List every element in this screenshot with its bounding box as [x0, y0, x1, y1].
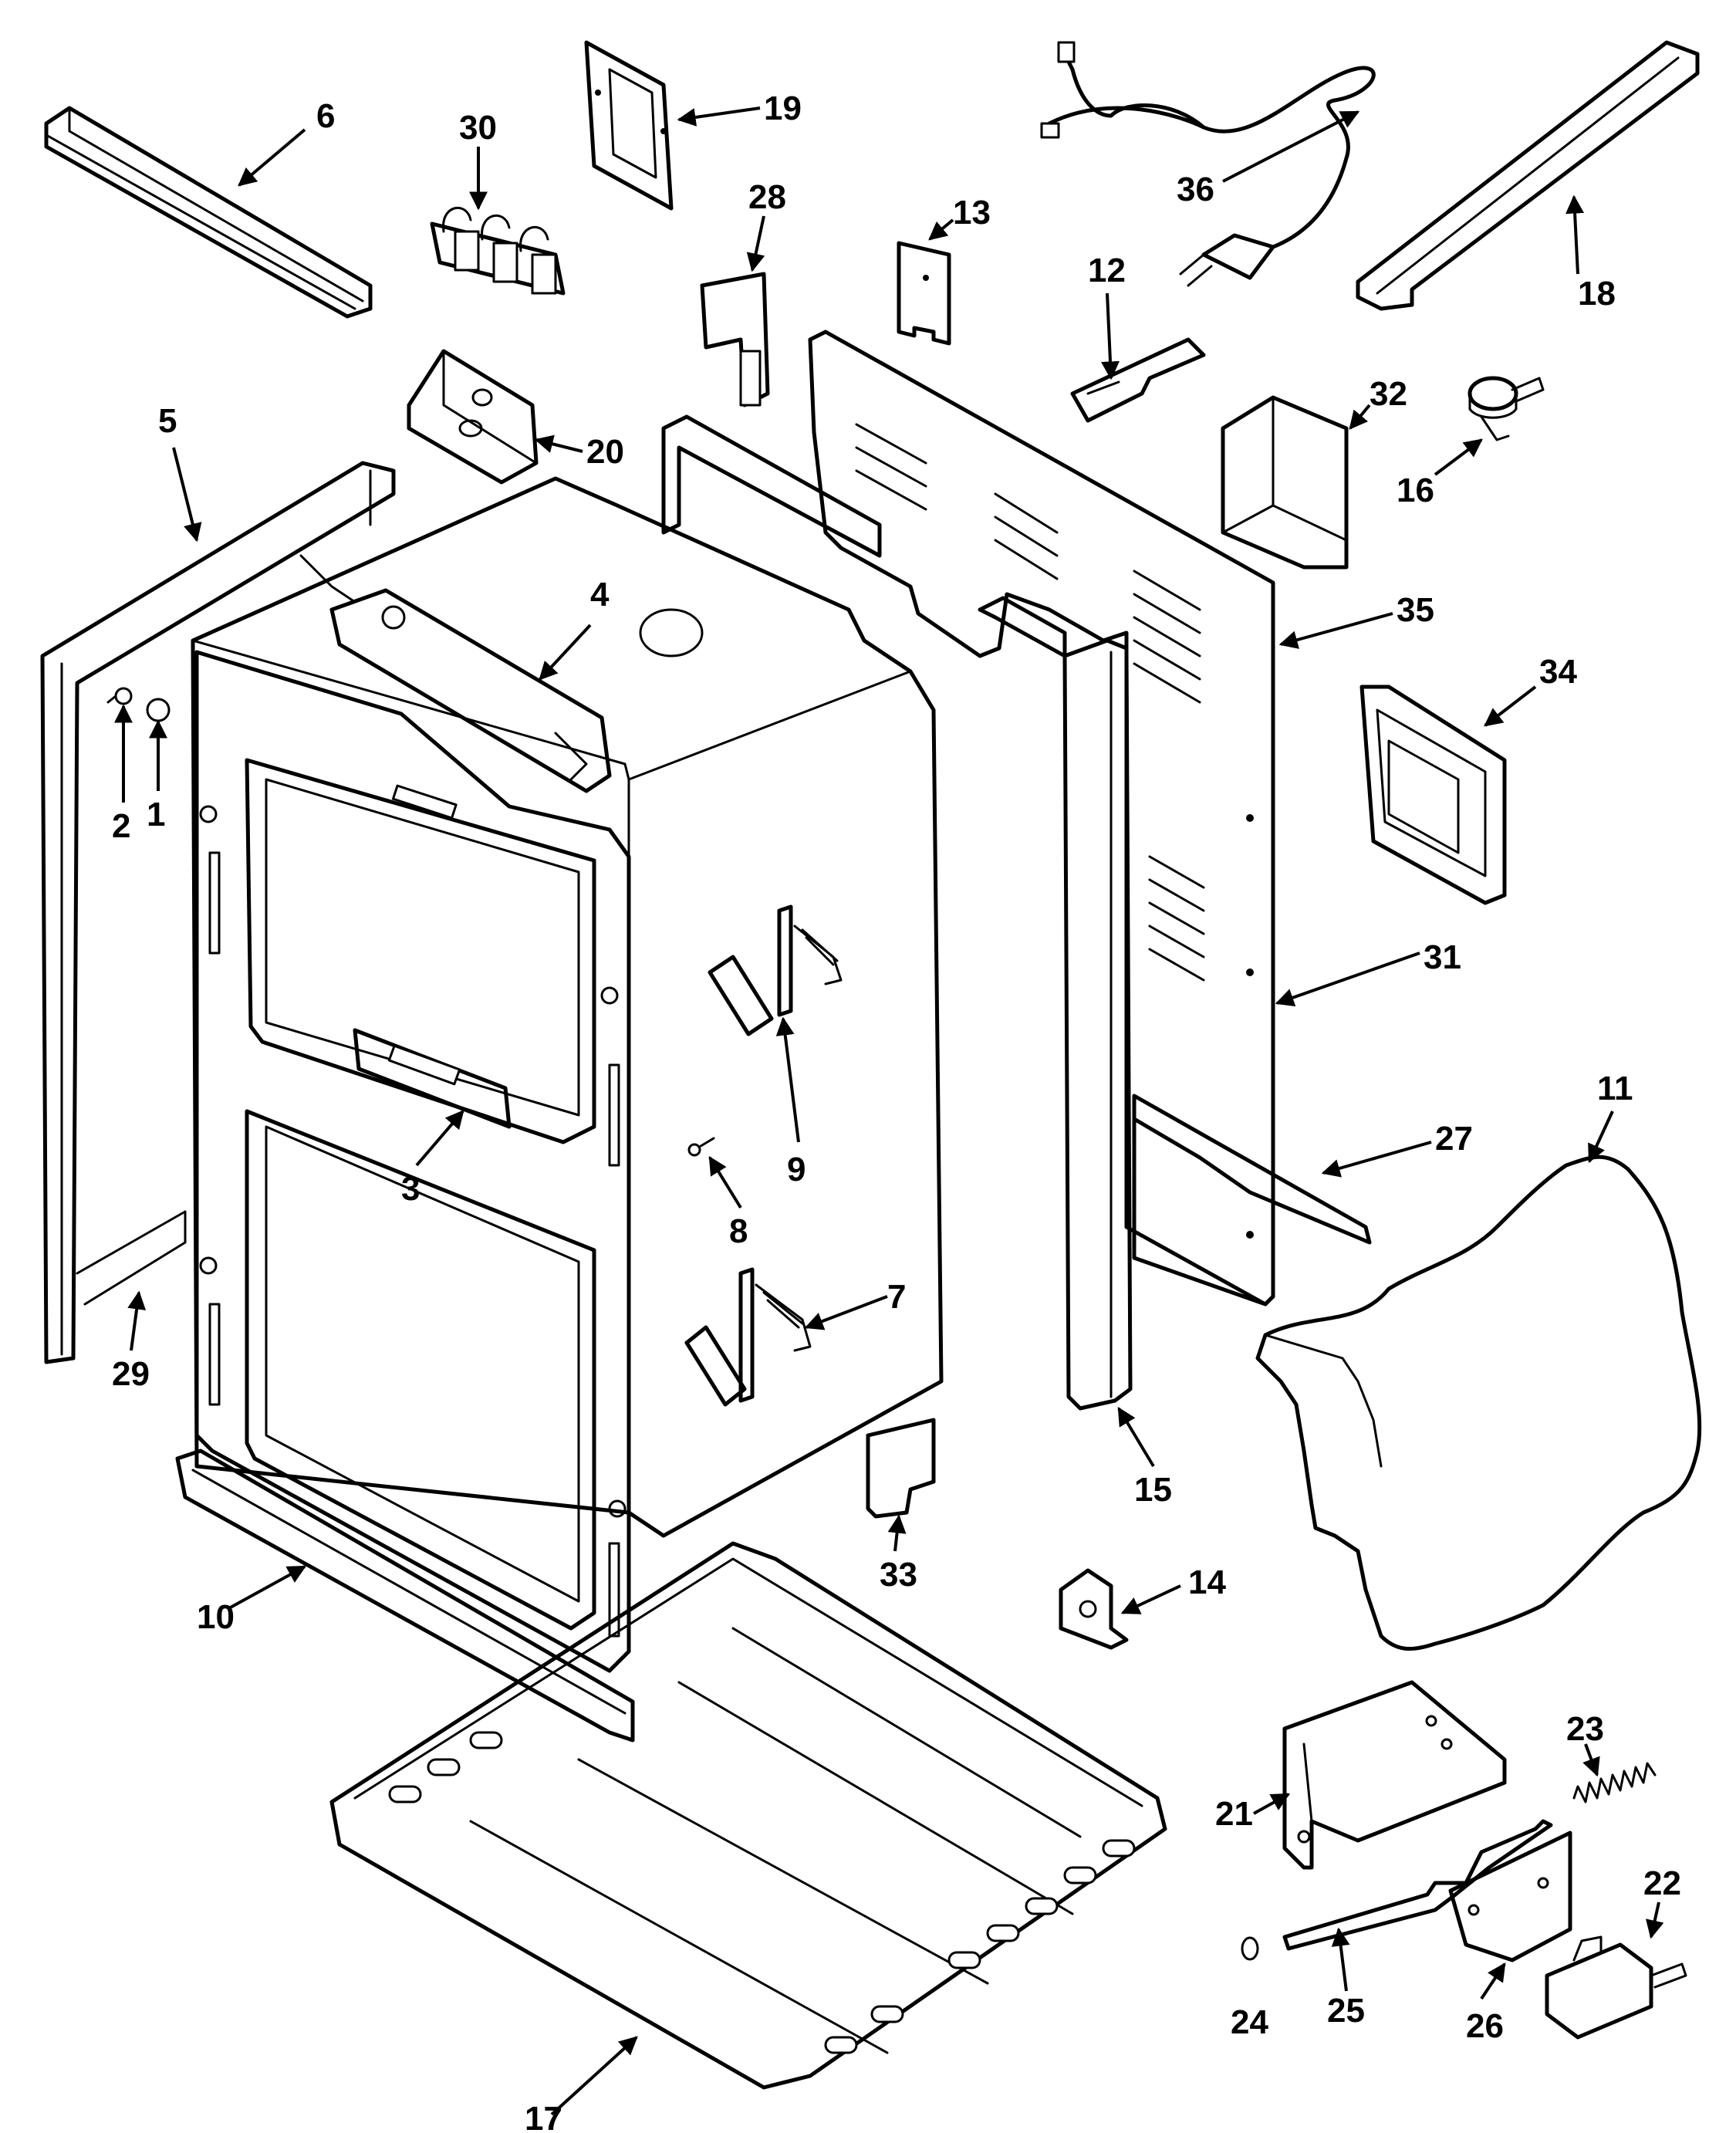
callout-34: 34: [1539, 653, 1577, 691]
callout-4: 4: [590, 576, 610, 614]
part-11-insulation: [1255, 1154, 1702, 1651]
part-24-bumper: [1241, 1936, 1259, 1961]
leader-lines: [114, 106, 1664, 2116]
callout-3: 3: [401, 1170, 420, 1208]
callout-19: 19: [764, 90, 802, 127]
callout-14: 14: [1188, 1563, 1226, 1601]
callout-2: 2: [112, 807, 130, 845]
part-36-power-cord: [1040, 41, 1376, 287]
part-30-terminal-block: [430, 206, 566, 296]
part-22-switch: [1545, 1935, 1687, 2040]
part-26-latch-plate: [1448, 1830, 1572, 1962]
part-18-top-rail: [1356, 40, 1700, 311]
part-17-bottom-pan: [329, 1541, 1167, 2090]
callout-26: 26: [1466, 2007, 1504, 2045]
callout-6: 6: [316, 97, 335, 135]
callout-9: 9: [787, 1151, 806, 1188]
callout-30: 30: [459, 109, 497, 147]
part-20-angle-bracket: [407, 349, 539, 485]
callout-5: 5: [158, 402, 177, 440]
part-28-hinge-bracket: [700, 272, 770, 407]
callout-25: 25: [1327, 1992, 1365, 2030]
bottom-pan-slots: [388, 1731, 1136, 2054]
callout-17: 17: [525, 2100, 562, 2133]
part-12-bracket: [1070, 337, 1206, 423]
callout-13: 13: [953, 194, 991, 232]
oven-cavity: [191, 476, 944, 1673]
callout-labels: 6 30 19 28 13 36 18 12 32 16 20 35 34 31…: [112, 90, 1681, 2133]
part-5-side-frame: [40, 461, 396, 1364]
callout-11: 11: [1597, 1070, 1633, 1107]
callout-10: 10: [197, 1598, 235, 1636]
callout-18: 18: [1578, 275, 1616, 313]
part-7-hinge-lower: [684, 1267, 812, 1407]
part-9-hinge-upper: [708, 904, 843, 1036]
part-19-bracket: [584, 40, 674, 211]
callout-36: 36: [1177, 171, 1214, 208]
part-33-bracket: [866, 1418, 936, 1519]
callout-16: 16: [1397, 472, 1434, 509]
part-6-top-trim: [44, 106, 373, 319]
callout-31: 31: [1424, 938, 1461, 976]
callout-33: 33: [880, 1556, 917, 1594]
part-14-bracket: [1059, 1568, 1129, 1650]
part-27-lower-bracket: [1132, 1094, 1372, 1307]
callout-24: 24: [1231, 2003, 1268, 2041]
callout-8: 8: [729, 1212, 748, 1250]
part-13-plate: [897, 241, 951, 346]
part-15-side-channel: [661, 414, 1133, 1411]
part-25-latch-rod: [1282, 1819, 1553, 1951]
part-4-top-assembly: [299, 554, 612, 793]
part-34-vent-box: [1359, 685, 1507, 905]
part-3-vent-strip: [353, 784, 512, 1129]
part-21-latch-bracket: [1282, 1680, 1507, 1870]
callout-27: 27: [1435, 1120, 1473, 1158]
callout-20: 20: [586, 433, 624, 471]
callout-12: 12: [1088, 252, 1126, 289]
callout-7: 7: [887, 1278, 906, 1316]
callout-28: 28: [748, 178, 786, 216]
callout-1: 1: [147, 796, 165, 833]
part-10-bottom-rail: [175, 1448, 635, 1743]
part-16-thermostat: [1467, 376, 1545, 441]
part-31-rear-panel: [808, 330, 1275, 1307]
part-1-2-screws: [106, 687, 171, 722]
part-8-screw: [687, 1137, 715, 1157]
louvers: [855, 423, 1205, 982]
callout-35: 35: [1397, 591, 1434, 629]
part-32-box-cover: [1221, 395, 1349, 570]
callout-15: 15: [1134, 1471, 1172, 1509]
callout-32: 32: [1370, 375, 1407, 413]
part-23-spring: [1572, 1762, 1657, 1803]
callout-22: 22: [1643, 1864, 1681, 1902]
callout-29: 29: [112, 1355, 150, 1393]
callout-23: 23: [1566, 1710, 1604, 1748]
callout-21: 21: [1215, 1795, 1253, 1833]
